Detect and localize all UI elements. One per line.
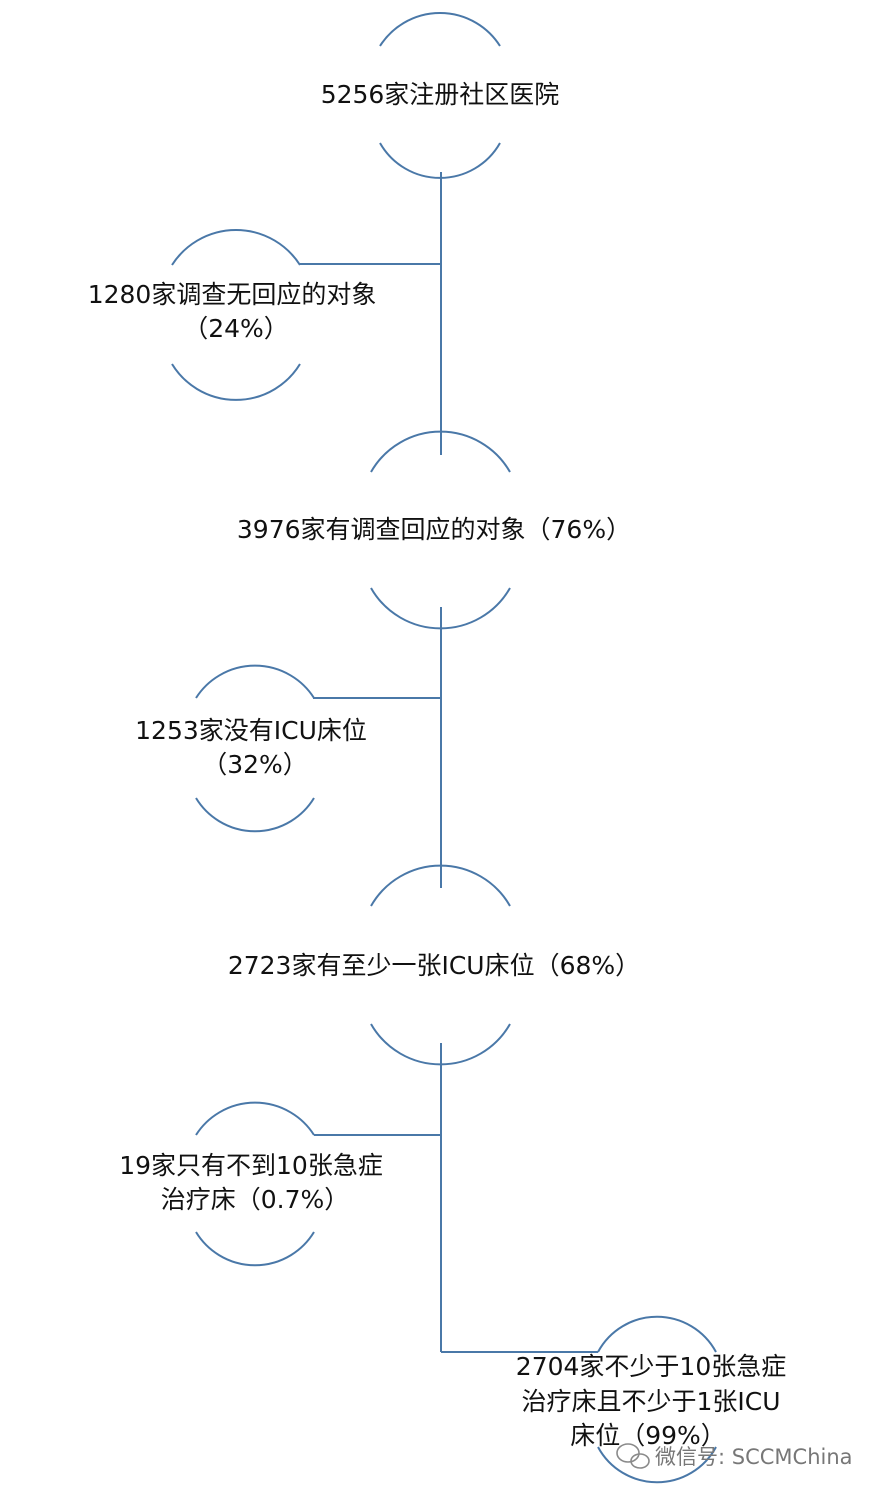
node-has-icu-label: 2723家有至少一张ICU床位（68%）	[228, 951, 640, 980]
node-no-icu-top-arc	[195, 664, 315, 699]
node-responded-bottom-arc	[370, 587, 511, 630]
node-at-least-10-label: 2704家不少于10张急症 治疗床且不少于1张ICU 床位（99%）	[516, 1352, 794, 1450]
watermark-text: 微信号: SCCMChina	[655, 1445, 853, 1469]
node-at-least-10-beds: 2704家不少于10张急症 治疗床且不少于1张ICU 床位（99%）	[516, 1315, 794, 1484]
node-at-least-10-bottom-arc	[597, 1446, 717, 1484]
node-no-response: 1280家调查无回应的对象 （24%）	[88, 229, 385, 401]
node-at-least-10-line-3: 床位（99%）	[570, 1421, 726, 1450]
node-responded: 3976家有调查回应的对象（76%）	[237, 430, 631, 630]
node-no-response-label: 1280家调查无回应的对象 （24%）	[88, 280, 385, 343]
node-total-line-1: 5256家注册社区医院	[321, 80, 560, 109]
node-responded-label: 3976家有调查回应的对象（76%）	[237, 515, 631, 544]
node-no-icu-line-2: （32%）	[202, 750, 308, 779]
node-has-icu-line-1: 2723家有至少一张ICU床位（68%）	[228, 951, 640, 980]
node-total-bottom-arc	[379, 142, 501, 179]
node-under-10-beds: 19家只有不到10张急症 治疗床（0.7%）	[119, 1101, 391, 1267]
node-at-least-10-line-2: 治疗床且不少于1张ICU	[522, 1387, 781, 1416]
node-total-label: 5256家注册社区医院	[321, 80, 560, 109]
node-no-response-line-1: 1280家调查无回应的对象	[88, 280, 377, 309]
connector-lines	[300, 172, 598, 1353]
node-has-icu: 2723家有至少一张ICU床位（68%）	[228, 864, 640, 1066]
node-total: 5256家注册社区医院	[321, 12, 560, 179]
node-under-10-line-1: 19家只有不到10张急症	[119, 1151, 383, 1180]
node-responded-top-arc	[370, 430, 511, 473]
node-responded-line-1: 3976家有调查回应的对象（76%）	[237, 515, 631, 544]
node-no-icu-label: 1253家没有ICU床位 （32%）	[135, 716, 375, 779]
node-no-response-line-2: （24%）	[183, 314, 289, 343]
wechat-icon	[616, 1443, 650, 1469]
node-under-10-top-arc	[195, 1101, 315, 1136]
node-no-icu-bottom-arc	[195, 797, 315, 833]
node-under-10-line-2: 治疗床（0.7%）	[161, 1185, 350, 1214]
node-at-least-10-top-arc	[597, 1315, 717, 1353]
node-under-10-bottom-arc	[195, 1231, 315, 1267]
node-has-icu-top-arc	[370, 864, 511, 907]
node-no-icu-line-1: 1253家没有ICU床位	[135, 716, 367, 745]
node-no-response-bottom-arc	[171, 363, 301, 401]
node-at-least-10-line-1: 2704家不少于10张急症	[516, 1352, 786, 1381]
watermark: 微信号: SCCMChina	[616, 1443, 853, 1469]
node-no-icu: 1253家没有ICU床位 （32%）	[135, 664, 375, 833]
node-has-icu-bottom-arc	[370, 1023, 511, 1066]
node-under-10-label: 19家只有不到10张急症 治疗床（0.7%）	[119, 1151, 391, 1214]
node-no-response-top-arc	[171, 229, 301, 266]
node-total-top-arc	[379, 12, 501, 47]
